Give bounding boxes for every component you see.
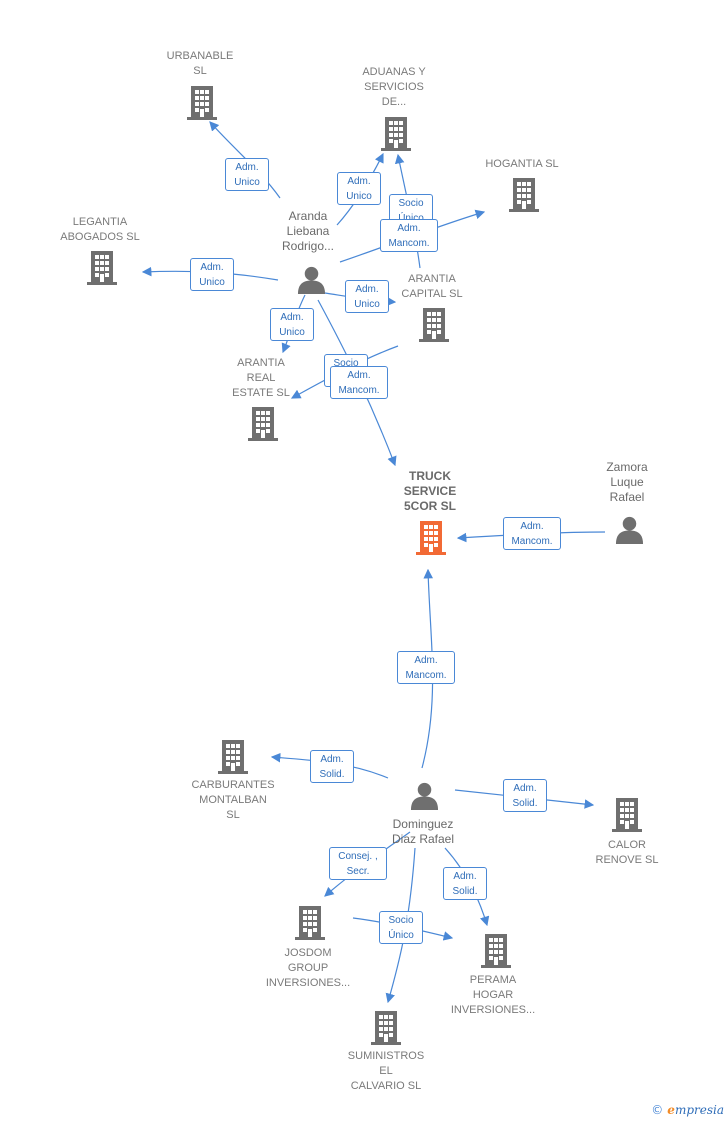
aranda-person-icon: [297, 266, 326, 294]
node-josdom[interactable]: JOSDOM GROUP INVERSIONES...: [265, 947, 351, 989]
edge-label-socio-unico: Socio Único: [379, 911, 423, 944]
perama-building-icon: [481, 934, 511, 968]
node-suministros[interactable]: SUMINISTROS EL CALVARIO SL: [347, 1050, 425, 1092]
legantia-building-icon: [87, 251, 117, 285]
node-dominguez[interactable]: Dominguez Diaz Rafael: [391, 817, 455, 846]
node-arantia-real[interactable]: ARANTIA REAL ESTATE SL: [232, 357, 290, 399]
node-aduanas[interactable]: ADUANAS Y SERVICIOS DE...: [362, 66, 426, 108]
node-hogantia[interactable]: HOGANTIA SL: [485, 158, 559, 170]
brand-initial: e: [667, 1103, 675, 1117]
carburantes-building-icon: [218, 740, 248, 774]
hogantia-building-icon: [509, 178, 539, 212]
edge-label-adm-mancom: Adm. Mancom.: [503, 517, 561, 550]
empresia-logo: ©empresia: [651, 1103, 724, 1117]
edge-label-adm-mancom: Adm. Mancom.: [380, 219, 438, 252]
edge-label-adm-unico: Adm. Unico: [337, 172, 381, 205]
copyright-symbol: ©: [651, 1103, 664, 1117]
edge-label-adm-mancom: Adm. Mancom.: [330, 366, 388, 399]
person-icons: [297, 266, 644, 810]
edge-label-adm-solid: Adm. Solid.: [443, 867, 487, 900]
edge-label-adm-solid: Adm. Solid.: [310, 750, 354, 783]
node-truck[interactable]: TRUCK SERVICE 5COR SL: [403, 469, 457, 513]
edge-label-adm-unico: Adm. Unico: [225, 158, 269, 191]
node-arantia-capital[interactable]: ARANTIA CAPITAL SL: [401, 273, 463, 300]
node-legantia[interactable]: LEGANTIA ABOGADOS SL: [60, 216, 140, 243]
edge-label-adm-solid: Adm. Solid.: [503, 779, 547, 812]
zamora-person-icon: [615, 516, 644, 544]
edge-label-adm-unico: Adm. Unico: [270, 308, 314, 341]
company-icons: [87, 86, 642, 1045]
node-calor[interactable]: CALOR RENOVE SL: [595, 839, 659, 866]
urbanable-building-icon: [187, 86, 217, 120]
aduanas-building-icon: [381, 117, 411, 151]
suministros-building-icon: [371, 1011, 401, 1045]
node-perama[interactable]: PERAMA HOGAR INVERSIONES...: [450, 974, 536, 1016]
edge-label-adm-unico: Adm. Unico: [345, 280, 389, 313]
edge-label-adm-mancom: Adm. Mancom.: [397, 651, 455, 684]
arantia-real-building-icon: [248, 407, 278, 441]
truck-building-icon: [416, 521, 446, 555]
dominguez-person-icon: [410, 782, 439, 810]
brand-name: mpresia: [674, 1103, 724, 1117]
arantia-capital-building-icon: [419, 308, 449, 342]
edge-label-consej-secr: Consej. , Secr.: [329, 847, 387, 880]
josdom-building-icon: [295, 906, 325, 940]
edge-label-adm-unico: Adm. Unico: [190, 258, 234, 291]
calor-building-icon: [612, 798, 642, 832]
node-zamora[interactable]: Zamora Luque Rafael: [606, 460, 648, 504]
node-carburantes[interactable]: CARBURANTES MONTALBAN SL: [191, 779, 275, 821]
node-aranda[interactable]: Aranda Liebana Rodrigo...: [281, 209, 335, 253]
node-urbanable[interactable]: URBANABLE SL: [166, 50, 234, 77]
